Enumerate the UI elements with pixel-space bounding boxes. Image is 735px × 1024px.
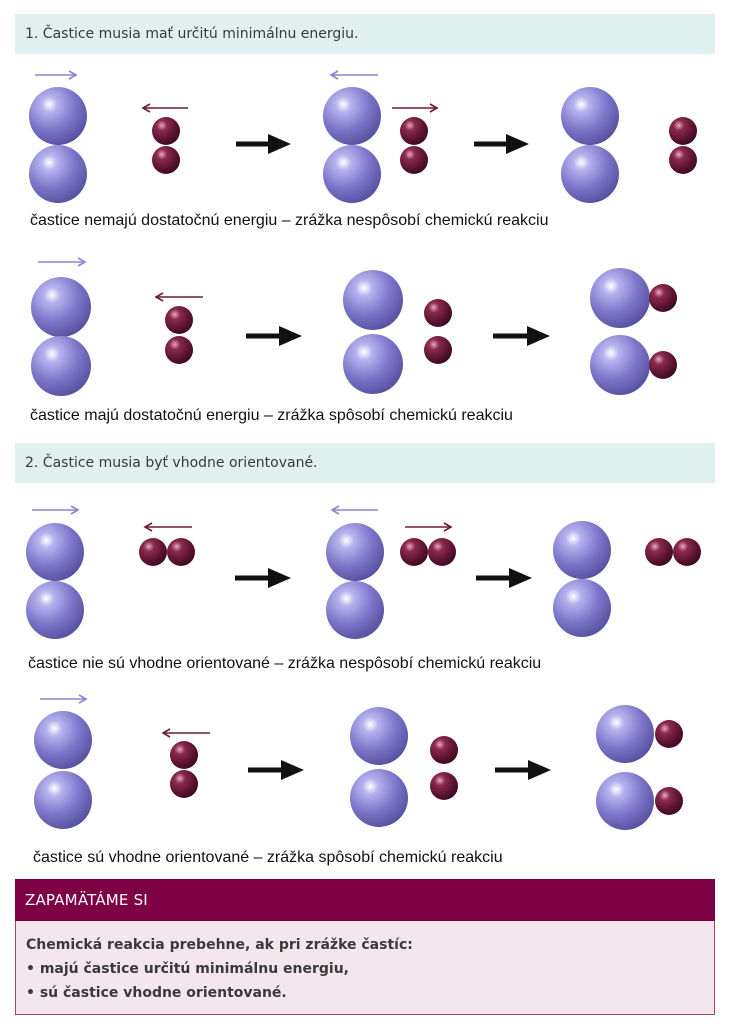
- large-particle: [34, 711, 92, 769]
- caption-sufficient-energy: častice majú dostatočnú energiu – zrážka…: [30, 407, 513, 424]
- large-particle: [29, 145, 87, 203]
- large-particle: [343, 334, 403, 394]
- small-particle: [669, 146, 697, 174]
- arrow-right-large-particle: [40, 694, 88, 704]
- diagram-sufficient-energy: [31, 257, 677, 396]
- large-particle: [596, 772, 654, 830]
- remember-box-body: Chemická reakcia prebehne, ak pri zrážke…: [15, 921, 715, 1015]
- small-particle: [669, 117, 697, 145]
- diagram-correct-orientation: [34, 694, 683, 830]
- small-particle: [430, 736, 458, 764]
- large-particle: [350, 769, 408, 827]
- caption-insufficient-energy: častice nemajú dostatočnú energiu – zráž…: [30, 212, 549, 229]
- arrow-right-small-particle: [405, 522, 453, 532]
- large-particle: [26, 581, 84, 639]
- large-particle: [553, 579, 611, 637]
- arrow-left-small-particle: [143, 522, 192, 532]
- small-particle: [400, 538, 428, 566]
- small-particle: [165, 306, 193, 334]
- large-particle: [553, 521, 611, 579]
- large-particle: [596, 705, 654, 763]
- caption-correct-orientation: častice sú vhodne orientované – zrážka s…: [33, 849, 503, 866]
- arrow-right-large-particle: [35, 70, 78, 80]
- arrow-left-large-particle: [330, 505, 378, 515]
- remember-item: • majú častice určitú minimálnu energiu,: [26, 961, 349, 977]
- caption-wrong-orientation: častice nie sú vhodne orientované – zráž…: [28, 655, 542, 672]
- large-particle: [343, 270, 403, 330]
- small-particle: [428, 538, 456, 566]
- small-particle: [649, 351, 677, 379]
- reaction-arrow: [248, 760, 304, 780]
- arrow-left-small-particle: [141, 103, 188, 113]
- large-particle: [326, 581, 384, 639]
- reaction-arrow: [235, 568, 291, 588]
- small-particle: [139, 538, 167, 566]
- arrow-left-small-particle: [161, 728, 210, 738]
- arrow-right-small-particle: [392, 103, 439, 113]
- small-particle: [424, 336, 452, 364]
- remember-box-title: ZAPAMÄTÁME SI: [25, 891, 148, 909]
- small-particle: [170, 770, 198, 798]
- large-particle: [29, 87, 87, 145]
- section1-heading: 1. Častice musia mať určitú minimálnu en…: [25, 26, 359, 42]
- large-particle: [590, 268, 650, 328]
- large-particle: [323, 145, 381, 203]
- small-particle: [170, 741, 198, 769]
- large-particle: [350, 707, 408, 765]
- large-particle: [31, 277, 91, 337]
- small-particle: [152, 146, 180, 174]
- small-particle: [645, 538, 673, 566]
- small-particle: [165, 336, 193, 364]
- arrow-left-large-particle: [329, 70, 378, 80]
- large-particle: [26, 523, 84, 581]
- arrow-right-large-particle: [32, 505, 80, 515]
- section2-heading: 2. Častice musia byť vhodne orientované.: [25, 455, 318, 471]
- large-particle: [31, 336, 91, 396]
- section2-heading-bar: 2. Častice musia byť vhodne orientované.: [15, 443, 715, 483]
- large-particle: [326, 523, 384, 581]
- large-particle: [561, 145, 619, 203]
- diagram-insufficient-energy: [29, 70, 697, 203]
- small-particle: [400, 117, 428, 145]
- small-particle: [655, 720, 683, 748]
- reaction-arrow: [493, 326, 550, 346]
- large-particle: [323, 87, 381, 145]
- section1-heading-bar: 1. Častice musia mať určitú minimálnu en…: [15, 14, 715, 54]
- large-particle: [34, 771, 92, 829]
- reaction-arrow: [476, 568, 532, 588]
- small-particle: [649, 284, 677, 312]
- diagram-wrong-orientation: [26, 505, 701, 639]
- small-particle: [424, 299, 452, 327]
- large-particle: [561, 87, 619, 145]
- small-particle: [673, 538, 701, 566]
- arrow-right-large-particle: [38, 257, 87, 267]
- remember-intro: Chemická reakcia prebehne, ak pri zrážke…: [26, 937, 413, 953]
- small-particle: [655, 787, 683, 815]
- small-particle: [400, 146, 428, 174]
- reaction-arrow: [246, 326, 302, 346]
- remember-box-title-bar: ZAPAMÄTÁME SI: [15, 879, 715, 921]
- small-particle: [167, 538, 195, 566]
- reaction-arrow: [474, 134, 529, 154]
- large-particle: [590, 335, 650, 395]
- remember-item: • sú častice vhodne orientované.: [26, 985, 287, 1001]
- small-particle: [152, 117, 180, 145]
- small-particle: [430, 772, 458, 800]
- arrow-left-small-particle: [154, 292, 203, 302]
- reaction-arrow: [495, 760, 551, 780]
- reaction-arrow: [236, 134, 291, 154]
